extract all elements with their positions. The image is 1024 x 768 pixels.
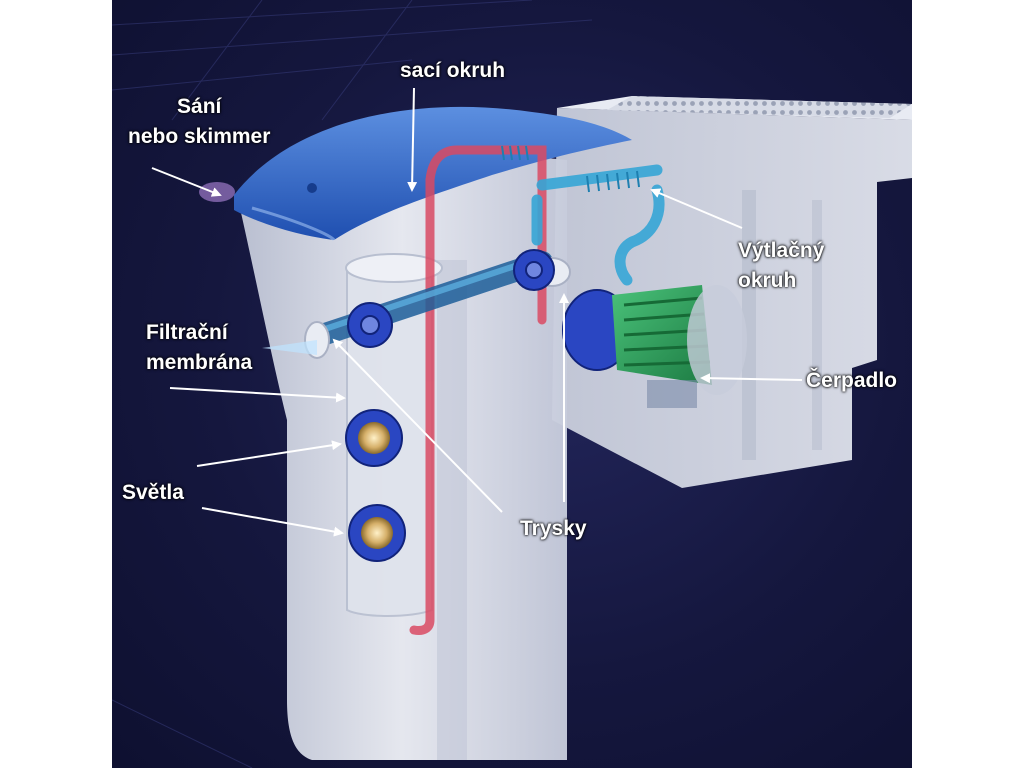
leader-filter xyxy=(169,387,346,403)
label-jets: Trysky xyxy=(520,517,587,540)
filter-outflow-glow xyxy=(262,340,317,355)
label-pump: Čerpadlo xyxy=(806,369,898,392)
intake-flow-glow xyxy=(199,182,235,202)
label-intake-skimmer: Sání nebo skimmer xyxy=(128,92,270,152)
grate-cover xyxy=(607,96,912,118)
leader-light-1 xyxy=(196,440,342,467)
leader-light-2 xyxy=(201,507,344,537)
skimmer-body xyxy=(237,148,567,760)
leader-pump xyxy=(700,373,803,384)
suction-pipe xyxy=(409,145,547,635)
label-intake-line-1: Sání xyxy=(177,95,222,118)
leader-jet-1 xyxy=(332,338,503,513)
label-filter-membrane: Filtrační membrána xyxy=(146,318,252,378)
skimmer-unit-illustration xyxy=(112,0,912,768)
label-discharge-circuit: Výtlačný okruh xyxy=(738,236,824,296)
diagram-canvas: sací okruh Sání nebo skimmer Výtlačný ok… xyxy=(112,0,912,768)
spiral-pipe-coils xyxy=(501,145,640,193)
pipe-fittings xyxy=(347,249,555,348)
label-suction-circuit: sací okruh xyxy=(400,59,506,82)
pool-lights xyxy=(345,409,406,562)
leader-discharge xyxy=(650,188,743,229)
label-discharge-line-2: okruh xyxy=(738,269,797,292)
pump-motor xyxy=(562,285,747,408)
label-filter-line-1: Filtrační xyxy=(146,321,228,344)
label-intake-line-2: nebo skimmer xyxy=(128,125,271,148)
leader-intake xyxy=(151,167,222,197)
leader-suction xyxy=(407,87,418,192)
label-lights: Světla xyxy=(122,481,184,504)
background-grid xyxy=(112,0,593,768)
leader-lines xyxy=(151,87,803,537)
label-filter-line-2: membrána xyxy=(146,351,253,374)
label-discharge-line-1: Výtlačný xyxy=(738,239,825,262)
